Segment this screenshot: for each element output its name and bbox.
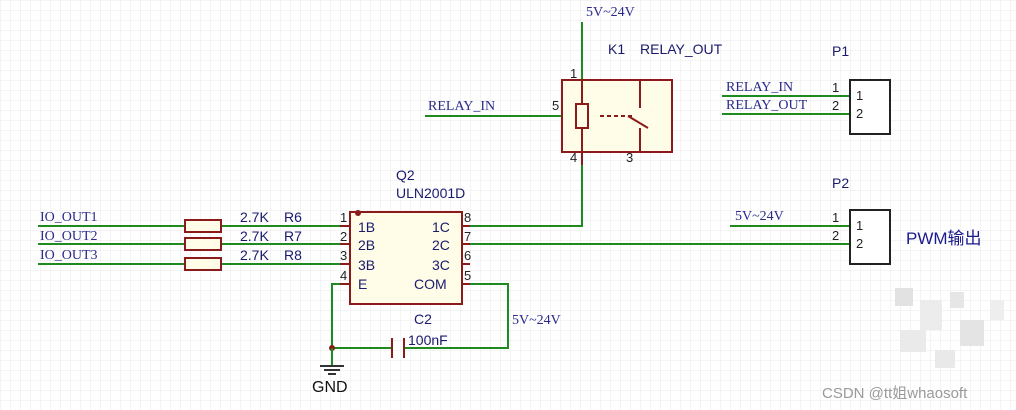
net-label-com-supply: 5V~24V	[512, 313, 561, 328]
ic-right-pin-num: 6	[464, 248, 471, 263]
net-label-p1-relay-in: RELAY_IN	[726, 80, 793, 95]
wires	[38, 22, 850, 349]
net-label-relay-in: RELAY_IN	[428, 99, 495, 114]
ic-pin1-marker	[355, 210, 361, 216]
gnd-label: GND	[312, 379, 348, 396]
ic-left-pin-name: E	[358, 276, 367, 292]
relay-value: RELAY_OUT	[640, 41, 723, 57]
ic-right-pin-name: COM	[414, 276, 447, 292]
ic-right-pin-name: 3C	[432, 257, 450, 273]
net-label-io-out2: IO_OUT2	[40, 229, 98, 244]
watermark: CSDN @tt姐whaosoft	[822, 385, 968, 402]
ic-left-pin-num: 2	[340, 229, 347, 244]
net-label-io-out3: IO_OUT3	[40, 248, 98, 263]
connector-p1-body	[849, 79, 891, 135]
wire-e-to-gnd	[331, 283, 340, 348]
ic-body	[349, 211, 463, 305]
net-label-p2-supply: 5V~24V	[735, 209, 784, 224]
connector-p1: P1 1 2 1 2	[832, 43, 891, 135]
pwm-output-label: PWM输出	[906, 229, 982, 248]
resistor-r6-ref: R6	[284, 209, 302, 225]
ic-right-pin-name: 1C	[432, 219, 450, 235]
resistors: 2.7K R6 2.7K R7 2.7K R8	[184, 209, 302, 271]
resistor-r6-value: 2.7K	[240, 209, 269, 225]
ic-right-pin-num: 5	[464, 268, 471, 283]
resistor-r7	[184, 237, 222, 251]
connector-p1-inner-pin: 2	[856, 106, 863, 121]
capacitor-value: 100nF	[408, 332, 448, 348]
ic-right-pin-num: 7	[464, 229, 471, 244]
connector-p2-ref: P2	[832, 175, 849, 191]
ic-left-pin-name: 3B	[358, 257, 375, 273]
ic-left-pin-name: 1B	[358, 219, 375, 235]
net-label-io-out1: IO_OUT1	[40, 210, 98, 225]
relay-k1: K1 RELAY_OUT 5 1 4 3	[552, 41, 723, 165]
ic-left-pin-num: 4	[340, 268, 347, 283]
relay-coil	[575, 103, 589, 129]
connector-p1-ref: P1	[832, 43, 849, 59]
resistor-r8-ref: R8	[284, 247, 302, 263]
relay-pin-c: 3	[626, 150, 633, 165]
relay-ref: K1	[608, 41, 625, 57]
resistor-r8-value: 2.7K	[240, 247, 269, 263]
relay-pin-coil: 5	[552, 98, 559, 113]
relay-pin-b: 4	[570, 150, 577, 165]
connector-p2-pin: 2	[832, 228, 839, 243]
gnd-symbol: GND	[312, 345, 348, 396]
connector-p1-pin: 1	[832, 80, 839, 95]
resistor-r6	[184, 219, 222, 233]
net-label-supply-top: 5V~24V	[586, 5, 635, 20]
relay-pin-a: 1	[570, 66, 577, 81]
ic-right-pin-num: 8	[464, 210, 471, 225]
blurred-region	[895, 288, 1004, 368]
wire-relay-to-1c	[462, 165, 583, 227]
wire-c2-to-com	[404, 283, 509, 349]
ic-right-pin-name: 2C	[432, 237, 450, 253]
capacitor-ref: C2	[414, 311, 432, 327]
connector-p2-inner-pin: 1	[856, 218, 863, 233]
connector-p1-pin: 2	[832, 98, 839, 113]
ic-q2: Q2 ULN2001D 1 1B 2 2B 3 3B 4 E 8 1C 7 2C…	[340, 167, 471, 305]
resistor-r7-ref: R7	[284, 228, 302, 244]
connector-p2-inner-pin: 2	[856, 236, 863, 251]
net-label-p1-relay-out: RELAY_OUT	[726, 98, 808, 113]
resistor-r7-value: 2.7K	[240, 228, 269, 244]
connector-p2-pin: 1	[832, 210, 839, 225]
ic-left-pin-num: 3	[340, 248, 347, 263]
resistor-r8	[184, 257, 222, 271]
ic-value: ULN2001D	[396, 185, 465, 201]
connector-p2-body	[849, 209, 891, 265]
ic-left-pin-name: 2B	[358, 237, 375, 253]
connector-p1-inner-pin: 1	[856, 88, 863, 103]
ic-ref: Q2	[396, 167, 415, 183]
connector-p2: P2 1 2 1 2	[832, 175, 891, 265]
ic-left-pin-num: 1	[340, 210, 347, 225]
capacitor-c2: C2 100nF	[391, 311, 448, 358]
